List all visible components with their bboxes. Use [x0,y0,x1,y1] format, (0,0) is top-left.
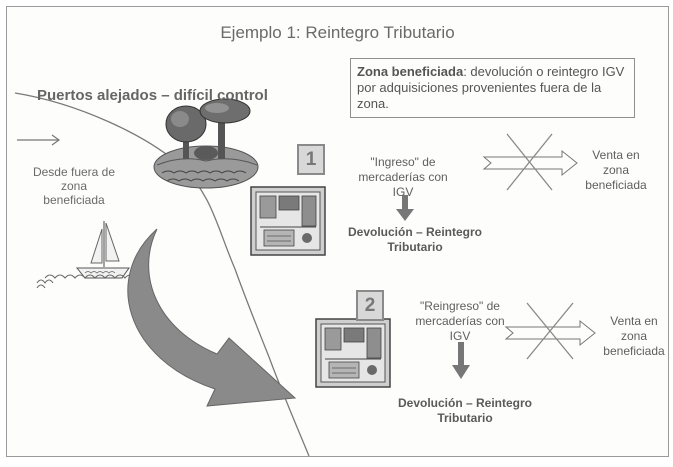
slide: Ejemplo 1: Reintegro Tributario Puertos … [6,6,669,457]
step-1-refund-text: Devolución – Reintegro Tributario [347,225,483,254]
down-arrow-icon-2 [452,342,470,379]
island-trees-icon [153,98,259,189]
diagram-canvas [14,92,596,456]
step-2-sale-text: Venta en zona beneficiada [603,314,665,358]
step-2-refund-text: Devolución – Reintegro Tributario [397,396,533,425]
step-2-badge: 2 [356,290,384,321]
blocked-arrow-icon-2 [504,302,596,360]
step-1-badge: 1 [297,144,325,175]
zone-heading: Zona beneficiada [357,64,464,79]
store-icon-2 [315,318,391,388]
step-1-sale-text: Venta en zona beneficiada [585,148,647,192]
sailboat-icon [36,221,146,289]
step-2-entry-text: "Reingreso" de mercaderías con IGV [415,299,505,343]
store-icon-1 [250,186,326,256]
slide-title: Ejemplo 1: Reintegro Tributario [220,23,455,42]
blocked-arrow-icon-1 [482,133,578,191]
origin-label: Desde fuera de zona beneficiada [32,165,116,207]
coast-subtitle: Puertos alejados – difícil control [37,87,268,104]
step-1-entry-text: "Ingreso" de mercaderías con IGV [358,155,448,199]
zone-text: : devolución o reintegro IGV por adquisi… [357,64,625,111]
incoming-arrow-icon [17,134,61,146]
curved-arrow-icon [127,228,297,407]
zone-definition-box: Zona beneficiada: devolución o reintegro… [350,58,635,118]
coastline [14,92,310,456]
down-arrow-icon-1 [396,195,414,221]
